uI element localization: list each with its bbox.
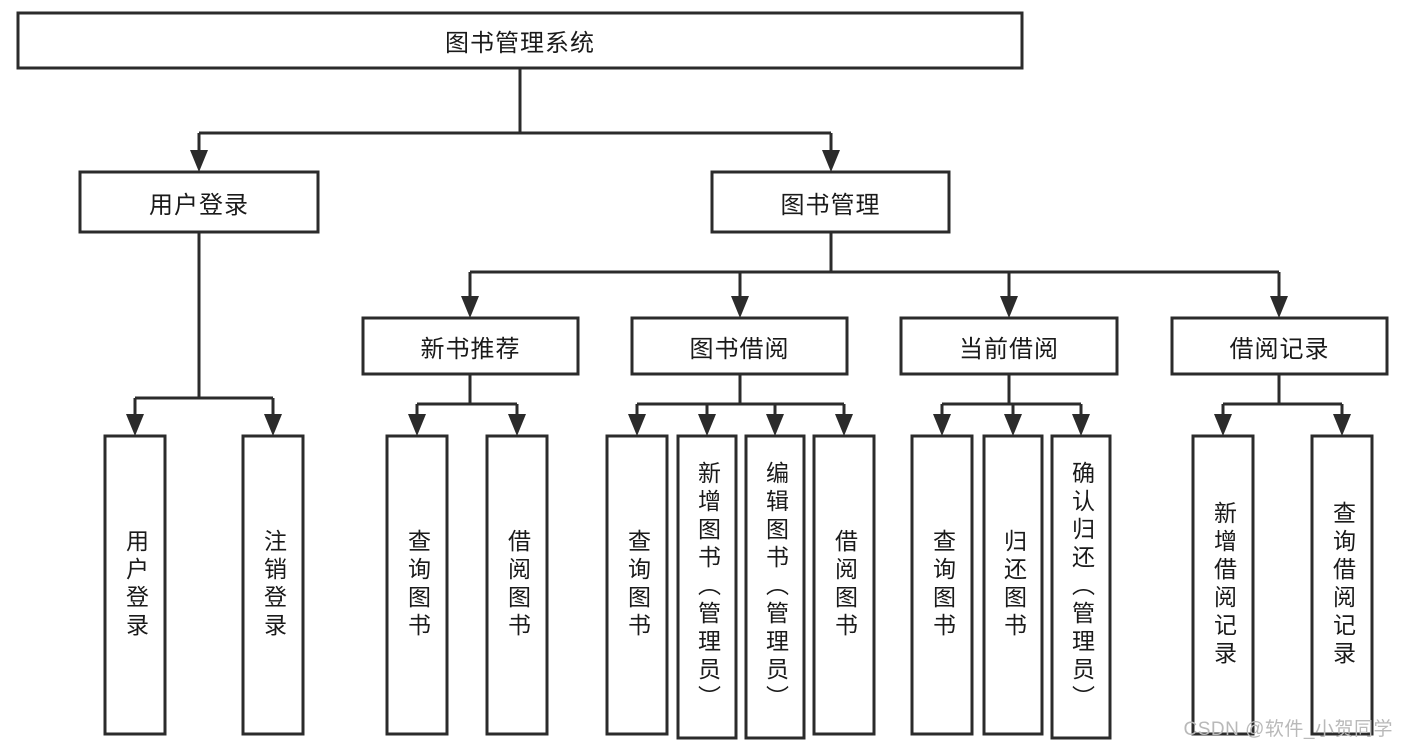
arrow-head-record (1270, 296, 1288, 318)
arrow-head-leaf-borrow-book-2 (835, 414, 853, 436)
arrow-head-leaf-edit-book (766, 414, 784, 436)
node-boxes-layer (16, 11, 1389, 740)
node-leaf-query-book-1[interactable] (385, 434, 449, 736)
node-new-book-recommend[interactable] (361, 316, 580, 376)
node-leaf-user-login[interactable] (103, 434, 167, 736)
node-leaf-borrow-book-1[interactable] (485, 434, 549, 736)
node-leaf-confirm-return[interactable] (1050, 434, 1112, 740)
arrow-head-leaf-confirm-return (1072, 414, 1090, 436)
node-leaf-add-book[interactable] (676, 434, 738, 740)
arrow-head-current (1000, 296, 1018, 318)
arrow-head-leaf-user-login (126, 414, 144, 436)
connectors-layer (126, 68, 1351, 436)
node-book-borrow[interactable] (630, 316, 849, 376)
arrow-head-leaf-add-record (1214, 414, 1232, 436)
arrow-head-leaf-query-book-1 (408, 414, 426, 436)
node-leaf-borrow-book-2[interactable] (812, 434, 876, 736)
arrow-head-leaf-query-record (1333, 414, 1351, 436)
node-borrow-record[interactable] (1170, 316, 1389, 376)
arrow-head-book-manage (822, 150, 840, 172)
node-leaf-edit-book[interactable] (744, 434, 806, 740)
arrow-head-leaf-return-book (1004, 414, 1022, 436)
node-current-borrow[interactable] (899, 316, 1119, 376)
arrow-head-user-login (190, 150, 208, 172)
arrow-head-leaf-add-book (698, 414, 716, 436)
node-leaf-add-record[interactable] (1191, 434, 1255, 736)
node-leaf-query-book-3[interactable] (910, 434, 974, 736)
node-leaf-query-record[interactable] (1310, 434, 1374, 736)
arrow-head-leaf-query-book-2 (628, 414, 646, 436)
node-user-login[interactable] (78, 170, 320, 234)
node-leaf-return-book[interactable] (982, 434, 1044, 736)
arrow-head-recommend (461, 296, 479, 318)
arrow-head-borrow (731, 296, 749, 318)
arrow-head-leaf-borrow-book-1 (508, 414, 526, 436)
node-root[interactable] (16, 11, 1024, 70)
node-book-manage[interactable] (710, 170, 951, 234)
arrow-head-leaf-logout (264, 414, 282, 436)
arrow-head-leaf-query-book-3 (933, 414, 951, 436)
node-leaf-query-book-2[interactable] (605, 434, 669, 736)
node-leaf-logout[interactable] (241, 434, 305, 736)
